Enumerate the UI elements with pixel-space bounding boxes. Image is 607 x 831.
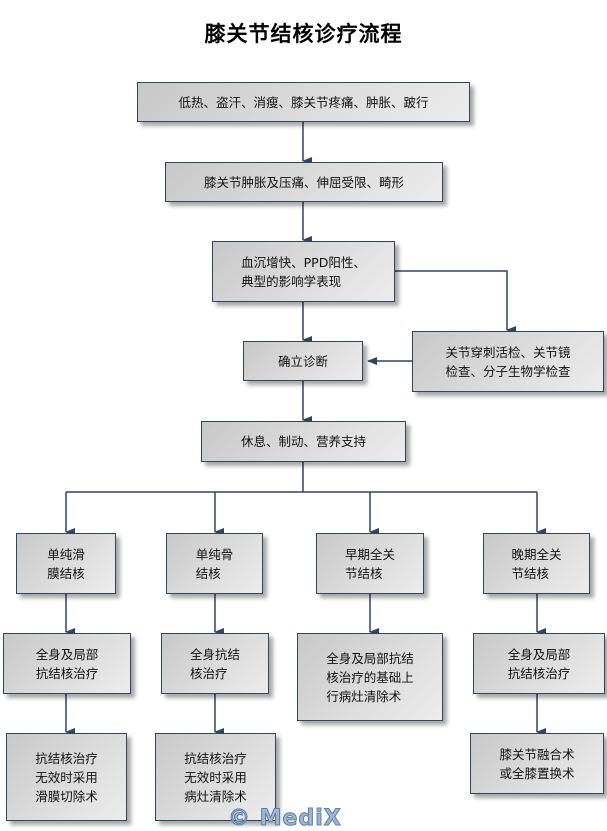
node-branch4-type-text: 晚期全关 节结核 xyxy=(511,546,562,581)
node-branch3-type-text: 早期全关 节结核 xyxy=(344,546,395,581)
node-branch2-type: 单纯骨 结核 xyxy=(166,533,263,594)
node-signs-text: 膝关节肿胀及压痛、伸屈受限、畸形 xyxy=(203,174,404,190)
node-branch3-treat-text: 全身及局部抗结 核治疗的基础上 行病灶清除术 xyxy=(326,650,414,704)
node-branch1-surgery: 抗结核治疗 无效时采用 滑膜切除术 xyxy=(6,733,127,821)
node-labs-text: 血沉增快、PPD阳性、 典型的影响学表现 xyxy=(241,254,366,289)
node-branch3-treat: 全身及局部抗结 核治疗的基础上 行病灶清除术 xyxy=(297,633,443,721)
node-branch4-surgery: 膝关节融合术 或全膝置换术 xyxy=(470,733,604,794)
node-branch4-treat: 全身及局部 抗结核治疗 xyxy=(473,633,605,694)
node-biopsy: 关节穿刺活检、关节镜 检查、分子生物学检查 xyxy=(412,331,604,392)
node-branch2-type-text: 单纯骨 结核 xyxy=(195,546,234,581)
node-branch1-treat: 全身及局部 抗结核治疗 xyxy=(3,633,131,694)
node-support: 休息、制动、营养支持 xyxy=(201,421,406,462)
node-branch1-surgery-text: 抗结核治疗 无效时采用 滑膜切除术 xyxy=(35,750,98,804)
node-branch4-treat-text: 全身及局部 抗结核治疗 xyxy=(507,646,571,681)
arrow-labs-to-biopsy xyxy=(394,270,516,334)
node-labs: 血沉增快、PPD阳性、 典型的影响学表现 xyxy=(212,241,395,302)
node-branch2-surgery: 抗结核治疗 无效时采用 病灶清除术 xyxy=(155,733,276,821)
node-diagnosis-text: 确立诊断 xyxy=(277,353,328,369)
node-branch1-type: 单纯滑 膜结核 xyxy=(16,533,116,594)
watermark-logo: © MediX xyxy=(228,806,342,831)
node-symptoms: 低热、盗汗、消瘦、膝关节疼痛、肿胀、跛行 xyxy=(137,82,470,122)
node-branch1-treat-text: 全身及局部 抗结核治疗 xyxy=(35,646,99,681)
node-branch2-treat-text: 全身抗结 核治疗 xyxy=(189,646,240,681)
node-branch2-treat: 全身抗结 核治疗 xyxy=(161,633,269,694)
node-branch1-type-text: 单纯滑 膜结核 xyxy=(47,546,85,581)
node-signs: 膝关节肿胀及压痛、伸屈受限、畸形 xyxy=(165,162,443,202)
diagram-title: 膝关节结核诊疗流程 xyxy=(204,22,403,46)
node-symptoms-text: 低热、盗汗、消瘦、膝关节疼痛、肿胀、跛行 xyxy=(178,94,429,110)
node-biopsy-text: 关节穿刺活检、关节镜 检查、分子生物学检查 xyxy=(445,344,571,379)
node-branch2-surgery-text: 抗结核治疗 无效时采用 病灶清除术 xyxy=(184,750,247,804)
node-branch3-type: 早期全关 节结核 xyxy=(316,533,424,594)
node-diagnosis: 确立诊断 xyxy=(243,341,363,381)
node-support-text: 休息、制动、营养支持 xyxy=(240,434,366,449)
node-branch4-type: 晚期全关 节结核 xyxy=(483,533,590,594)
node-branch4-surgery-text: 膝关节融合术 或全膝置换术 xyxy=(499,746,575,781)
